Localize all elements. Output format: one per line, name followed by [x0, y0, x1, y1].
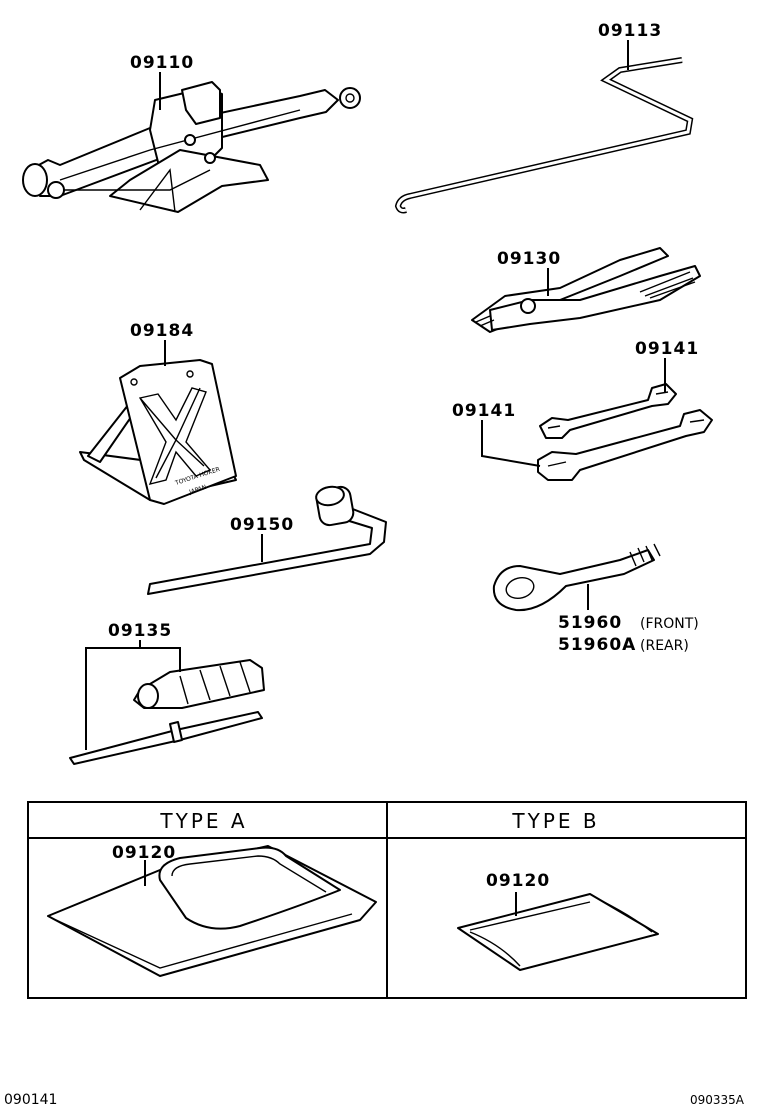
label-chock: 09184: [130, 321, 194, 341]
label-bag-b: 09120: [486, 871, 550, 891]
header-type-b: TYPE B: [511, 809, 599, 833]
label-lug-wrench: 09150: [230, 515, 294, 535]
label-wrench-lower: 09141: [452, 401, 516, 421]
label-hook-front: 51960: [558, 613, 622, 633]
label-jack: 09110: [130, 53, 194, 73]
label-wrench-upper: 09141: [635, 339, 699, 359]
tool-bag-table: [27, 801, 747, 999]
label-pliers: 09130: [497, 249, 561, 269]
label-hook-rear-note: (REAR): [640, 638, 689, 654]
label-handle: 09113: [598, 21, 662, 41]
footer-left-code: 090141: [4, 1092, 57, 1108]
label-bag-a: 09120: [112, 843, 176, 863]
tool-bag-type-a: [47, 845, 377, 977]
towing-hook: [492, 543, 661, 612]
wrench-upper: [539, 383, 677, 439]
label-hook-rear: 51960A: [558, 635, 636, 655]
label-hook-front-note: (FRONT): [640, 616, 699, 632]
label-screwdriver: 09135: [108, 621, 172, 641]
leader-wrench-lower: [481, 420, 541, 467]
pliers: [471, 247, 701, 333]
footer-right-code: 090335A: [690, 1093, 745, 1107]
scissor-jack: [22, 81, 361, 213]
wheel-chock: TOYOTA HOKER JAPAN: [79, 359, 237, 505]
leader-screwdriver: [85, 647, 181, 750]
wrench-lower: [537, 409, 713, 481]
tool-bag-type-b: [457, 893, 659, 971]
lug-wrench: [147, 485, 387, 595]
header-type-a: TYPE A: [159, 809, 247, 833]
jack-handle: [394, 57, 694, 214]
screwdriver: [69, 659, 265, 765]
